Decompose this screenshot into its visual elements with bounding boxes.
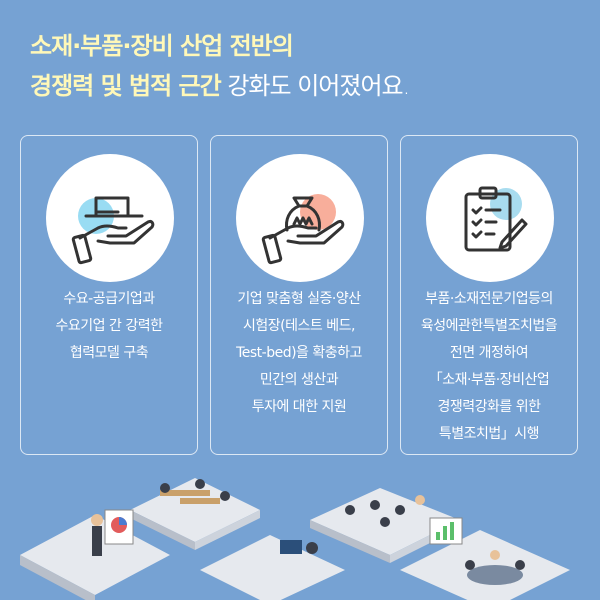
card-text: 수요-공급기업과 수요기업 간 강력한 협력모델 구축 [21, 286, 197, 367]
card-line: 육성에관한특별조치법을 [420, 318, 558, 334]
isometric-office-illustration [20, 478, 570, 600]
card-supply-demand: 수요-공급기업과 수요기업 간 강력한 협력모델 구축 [20, 135, 198, 455]
hand-laptop-icon [46, 154, 174, 282]
headline-bold: 경쟁력 및 법적 근간 [30, 72, 222, 100]
presentation-platform [20, 509, 170, 600]
clipboard-checklist-icon [426, 154, 554, 282]
card-line: 시험장(테스트 베드, [243, 318, 355, 334]
card-special-act: 부품·소재전문기업등의 육성에관한특별조치법을 전면 개정하여 「소재·부품·장… [400, 135, 578, 455]
chart-meeting-platform [400, 517, 570, 600]
office-platform [130, 478, 260, 550]
card-line: 「소재·부품·장비산업 [428, 372, 550, 388]
workstation-platform [200, 535, 345, 600]
card-line: Test-bed)을 확충하고 [236, 345, 362, 361]
card-text: 부품·소재전문기업등의 육성에관한특별조치법을 전면 개정하여 「소재·부품·장… [401, 286, 577, 448]
card-line: 전면 개정하여 [449, 345, 529, 361]
card-line: 수요-공급기업과 [63, 291, 155, 307]
card-text: 기업 맞춤형 실증·양산 시험장(테스트 베드, Test-bed)을 확충하고… [211, 286, 387, 421]
card-line: 부품·소재전문기업등의 [425, 291, 553, 307]
card-line: 민간의 생산과 [259, 372, 339, 388]
hand-money-bag-icon [236, 154, 364, 282]
card-line: 협력모델 구축 [69, 345, 149, 361]
card-line: 수요기업 간 강력한 [55, 318, 163, 334]
card-line: 기업 맞춤형 실증·양산 [237, 291, 361, 307]
headline: 소재·부품·장비 산업 전반의 경쟁력 및 법적 근간 강화도 이어졌어요. [30, 26, 410, 106]
headline-line1: 소재·부품·장비 산업 전반의 [30, 32, 294, 60]
card-line: 투자에 대한 지원 [251, 399, 347, 415]
headline-light: 강화도 이어졌어요. [220, 72, 410, 100]
card-line: 특별조치법」시행 [438, 426, 540, 442]
headline-line2: 경쟁력 및 법적 근간 강화도 이어졌어요. [30, 66, 410, 106]
card-line: 경쟁력강화를 위한 [437, 399, 542, 415]
card-testbed: 기업 맞춤형 실증·양산 시험장(테스트 베드, Test-bed)을 확충하고… [210, 135, 388, 455]
